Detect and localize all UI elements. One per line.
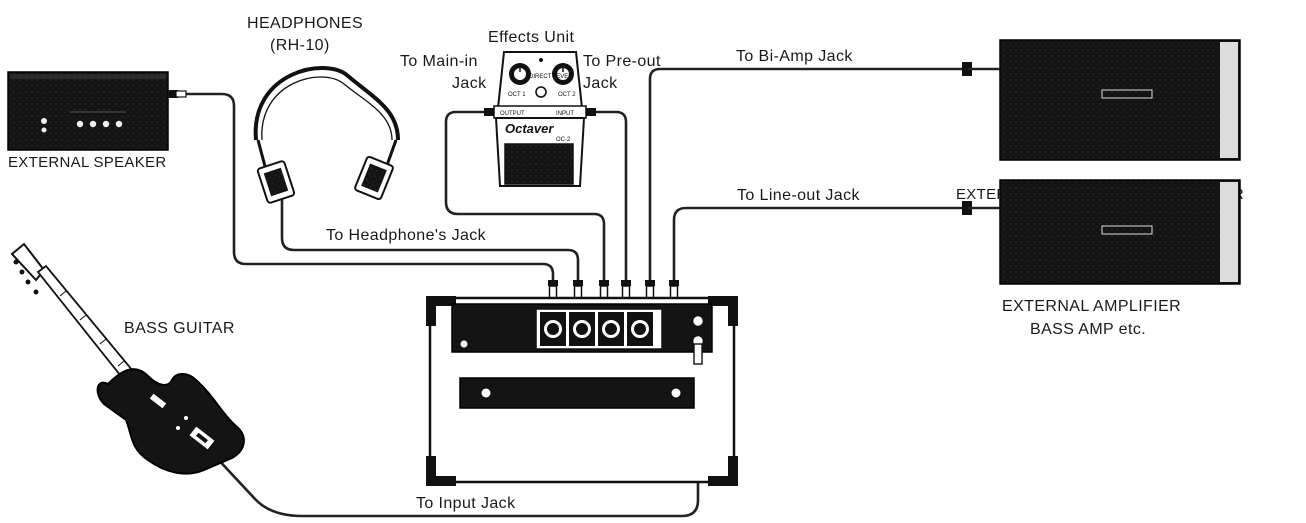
pedal-oct2-label: OCT 2 xyxy=(558,92,576,98)
left-earcup xyxy=(256,160,296,204)
input-cable xyxy=(198,350,700,518)
to-bi-amp-label: To Bi-Amp Jack xyxy=(736,48,853,65)
amp-handle xyxy=(459,377,695,409)
pedal-footswitch xyxy=(504,143,574,185)
external-speaker-cable xyxy=(184,92,555,290)
pedal-input-label: INPUT xyxy=(556,111,574,117)
to-input-label: To Input Jack xyxy=(416,495,516,512)
pedal-led xyxy=(539,58,543,62)
to-pre-out-label-1: To Pre-out xyxy=(583,53,661,70)
bass-amplifier xyxy=(426,296,738,486)
pedal-output-label: OUTPUT xyxy=(500,111,525,117)
external-amp-bass xyxy=(962,179,1241,285)
external-speaker-label: EXTERNAL SPEAKER xyxy=(8,154,166,171)
headphones-cable xyxy=(280,198,580,290)
external-speaker xyxy=(7,71,187,151)
headphones-model: (RH-10) xyxy=(270,37,330,54)
ext-amp-label-2: BASS AMP etc. xyxy=(1030,321,1146,338)
right-earcup xyxy=(354,155,394,201)
pedal-oct1-label: OCT 1 xyxy=(508,92,526,98)
bi-amp-cable xyxy=(648,67,964,290)
effects-unit-label: Effects Unit xyxy=(488,29,574,46)
to-pre-out-label-2: Jack xyxy=(583,75,618,92)
amp-knob-1 xyxy=(540,312,566,346)
bass-guitar-label: BASS GUITAR xyxy=(124,320,235,337)
amp-knob-4 xyxy=(627,312,653,346)
effects-pedal: DIRECT LEVEL OCT 1 OCT 2 OUTPUT INPUT Oc… xyxy=(484,51,596,187)
pedal-direct-label: DIRECT LEVEL xyxy=(529,74,572,80)
to-line-out-label: To Line-out Jack xyxy=(737,187,861,204)
external-amp-with-speaker xyxy=(962,39,1241,161)
line-out-cable xyxy=(672,206,964,290)
main-in-cable xyxy=(444,110,606,290)
to-main-in-label-1: To Main-in xyxy=(400,53,478,70)
amp-knob-3 xyxy=(598,312,624,346)
pedal-knob-center xyxy=(535,86,547,98)
headphones-title: HEADPHONES xyxy=(247,15,363,32)
pedal-brand: Octaver xyxy=(505,121,554,136)
ext-amp-label-1: EXTERNAL AMPLIFIER xyxy=(1002,298,1181,315)
amp-jack-top xyxy=(691,314,705,328)
pedal-knob-left xyxy=(509,63,531,85)
pedal-model: OC-2 xyxy=(556,137,571,143)
cables xyxy=(184,67,964,518)
pedal-knob-right xyxy=(552,63,574,85)
to-headphones-label: To Headphone's Jack xyxy=(326,227,487,244)
to-main-in-label-2: Jack xyxy=(452,75,487,92)
bass-guitar-illustration xyxy=(10,242,245,475)
headphones-illustration xyxy=(253,66,400,204)
amp-knob-2 xyxy=(569,312,595,346)
pre-out-cable xyxy=(576,110,628,290)
